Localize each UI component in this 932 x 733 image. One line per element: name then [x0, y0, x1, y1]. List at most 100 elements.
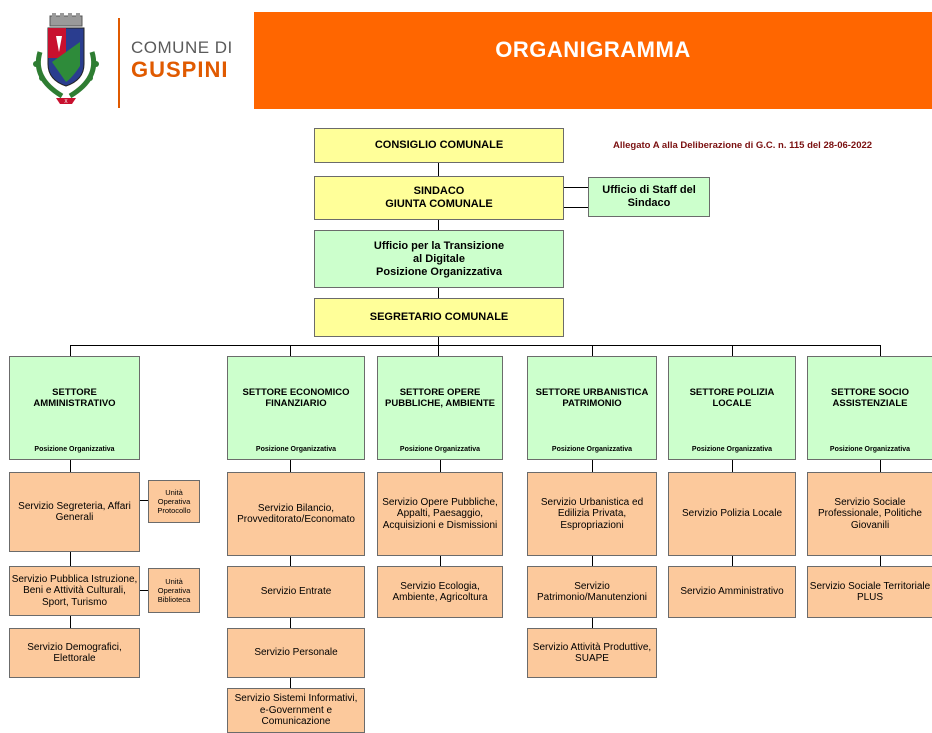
giunta-label: GIUNTA COMUNALE — [385, 198, 493, 210]
unit-protocollo: Unità Operativa Protocollo — [148, 480, 200, 523]
service-line2: Provveditorato/Economato — [237, 514, 355, 525]
banner-title: ORGANIGRAMMA — [495, 36, 691, 62]
service-pubblica-istruzione: Servizio Pubblica Istruzione, Beni e Att… — [9, 566, 140, 616]
unit-line3: Protocollo — [157, 506, 191, 515]
connector — [140, 590, 148, 591]
digital-transition-office-box: Ufficio per la Transizione al Digitale P… — [314, 230, 564, 288]
connector — [880, 345, 881, 356]
connector — [438, 220, 439, 230]
service-line1: Servizio Urbanistica ed — [540, 496, 644, 508]
transizione-line3: Posizione Organizzativa — [376, 265, 502, 278]
attachment-note: Allegato A alla Deliberazione di G.C. n.… — [613, 140, 873, 151]
consiglio-label: CONSIGLIO COMUNALE — [374, 139, 504, 151]
sector-name-line1: SETTORE SOCIO — [831, 387, 909, 398]
sector-name-line1: SETTORE POLIZIA — [689, 387, 775, 398]
service-line3: Espropriazioni — [560, 519, 624, 531]
service-line2: e-Government e — [259, 704, 333, 716]
connector — [70, 345, 71, 356]
service-urbanistica: Servizio Urbanistica ed Edilizia Privata… — [527, 472, 657, 556]
service-line1: Servizio Attività Produttive, — [532, 641, 652, 653]
unit-line1: Unità — [165, 488, 183, 497]
service-line2: Elettorale — [53, 653, 96, 664]
service-line1: Servizio Segreteria, Affari — [18, 500, 131, 512]
sector-po-label: Posizione Organizzativa — [399, 446, 481, 453]
service-line1: Servizio Sociale — [834, 496, 906, 508]
sector-bus — [70, 345, 880, 346]
service-line1: Servizio Polizia Locale — [681, 508, 783, 520]
service-line2: Edilizia Privata, — [557, 508, 627, 520]
service-line1: Servizio Pubblica Istruzione, — [11, 573, 138, 585]
sector-name-line2: ASSISTENZIALE — [832, 398, 908, 409]
svg-text:X: X — [64, 99, 68, 105]
staff-line2: Sindaco — [627, 197, 671, 209]
service-line2: SUAPE — [575, 653, 609, 664]
logo-line2: GUSPINI — [131, 57, 229, 82]
sector-po-label: Posizione Organizzativa — [551, 446, 633, 453]
service-patrimonio: Servizio Patrimonio/Manutenzioni — [527, 566, 657, 618]
service-line3: Giovanili — [850, 519, 890, 531]
title-banner: ORGANIGRAMMA — [254, 12, 932, 109]
service-line1: Servizio Demografici, — [27, 641, 122, 653]
service-line1: Servizio Ecologia, — [400, 580, 480, 592]
service-amministrativo: Servizio Amministrativo — [668, 566, 796, 618]
service-line1: Servizio Bilancio, — [257, 502, 335, 514]
logo-divider — [118, 18, 120, 108]
staff-line1: Ufficio di Staff del — [602, 184, 696, 196]
service-line1: Servizio Opere Pubbliche, — [382, 496, 498, 508]
sector-po-label: Posizione Organizzativa — [34, 446, 115, 453]
service-opere-pubbliche: Servizio Opere Pubbliche, Appalti, Paesa… — [377, 472, 503, 556]
service-line1: Servizio Sistemi Informativi, — [234, 693, 358, 705]
connector — [563, 207, 588, 208]
unit-biblioteca: Unità Operativa Biblioteca — [148, 568, 200, 613]
service-polizia-locale: Servizio Polizia Locale — [668, 472, 796, 556]
sector-name-line2: PATRIMONIO — [562, 398, 622, 409]
sindaco-box: SINDACO GIUNTA COMUNALE — [314, 176, 564, 220]
sector-po-label: Posizione Organizzativa — [255, 446, 337, 453]
staff-office-box: Ufficio di Staff del Sindaco — [588, 177, 710, 217]
sector-po-label: Posizione Organizzativa — [829, 446, 911, 453]
unit-line2: Operativa — [157, 497, 191, 506]
sector-po-label: Posizione Organizzativa — [691, 446, 773, 453]
transizione-line1: Ufficio per la Transizione — [373, 239, 505, 252]
service-line2: Beni e Attività Culturali, — [23, 585, 126, 597]
service-sistemi-informativi: Servizio Sistemi Informativi, e-Governme… — [227, 688, 365, 733]
transizione-line2: al Digitale — [413, 252, 465, 265]
unit-line1: Unità — [165, 577, 183, 586]
service-line1: Servizio Entrate — [260, 586, 332, 598]
connector — [563, 187, 588, 188]
sindaco-label: SINDACO — [413, 185, 465, 197]
service-line3: Comunicazione — [261, 716, 331, 728]
sector-name-line1: SETTORE OPERE — [399, 387, 481, 398]
connector — [438, 345, 439, 356]
sector-name-line2: PUBBLICHE, AMBIENTE — [385, 398, 495, 409]
consiglio-comunale-box: CONSIGLIO COMUNALE — [314, 128, 564, 163]
sector-name-line1: SETTORE ECONOMICO — [242, 387, 350, 398]
coat-of-arms-logo: X — [22, 12, 110, 108]
service-line1: Servizio Personale — [254, 647, 338, 659]
connector — [438, 162, 439, 176]
service-sociale-plus: Servizio Sociale Territoriale PLUS — [807, 566, 932, 618]
service-personale: Servizio Personale — [227, 628, 365, 678]
sector-name-line1: SETTORE URBANISTICA — [535, 387, 649, 398]
service-line1: Servizio — [574, 580, 610, 592]
connector — [732, 345, 733, 356]
unit-line2: Operativa — [157, 586, 191, 595]
service-line2: Professionale, Politiche — [818, 508, 922, 520]
segretario-label: SEGRETARIO COMUNALE — [369, 311, 509, 323]
service-line2: Patrimonio/Manutenzioni — [536, 592, 648, 603]
sector-name-line2: FINANZIARIO — [265, 398, 327, 409]
sector-name-line2: AMMINISTRATIVO — [33, 398, 116, 409]
connector — [438, 337, 439, 345]
service-demografici: Servizio Demografici, Elettorale — [9, 628, 140, 678]
service-line3: Sport, Turismo — [41, 596, 108, 608]
connector — [290, 345, 291, 356]
service-line2: Generali — [55, 512, 94, 523]
unit-line3: Biblioteca — [157, 595, 191, 604]
service-line1: Servizio Amministrativo — [680, 586, 784, 598]
